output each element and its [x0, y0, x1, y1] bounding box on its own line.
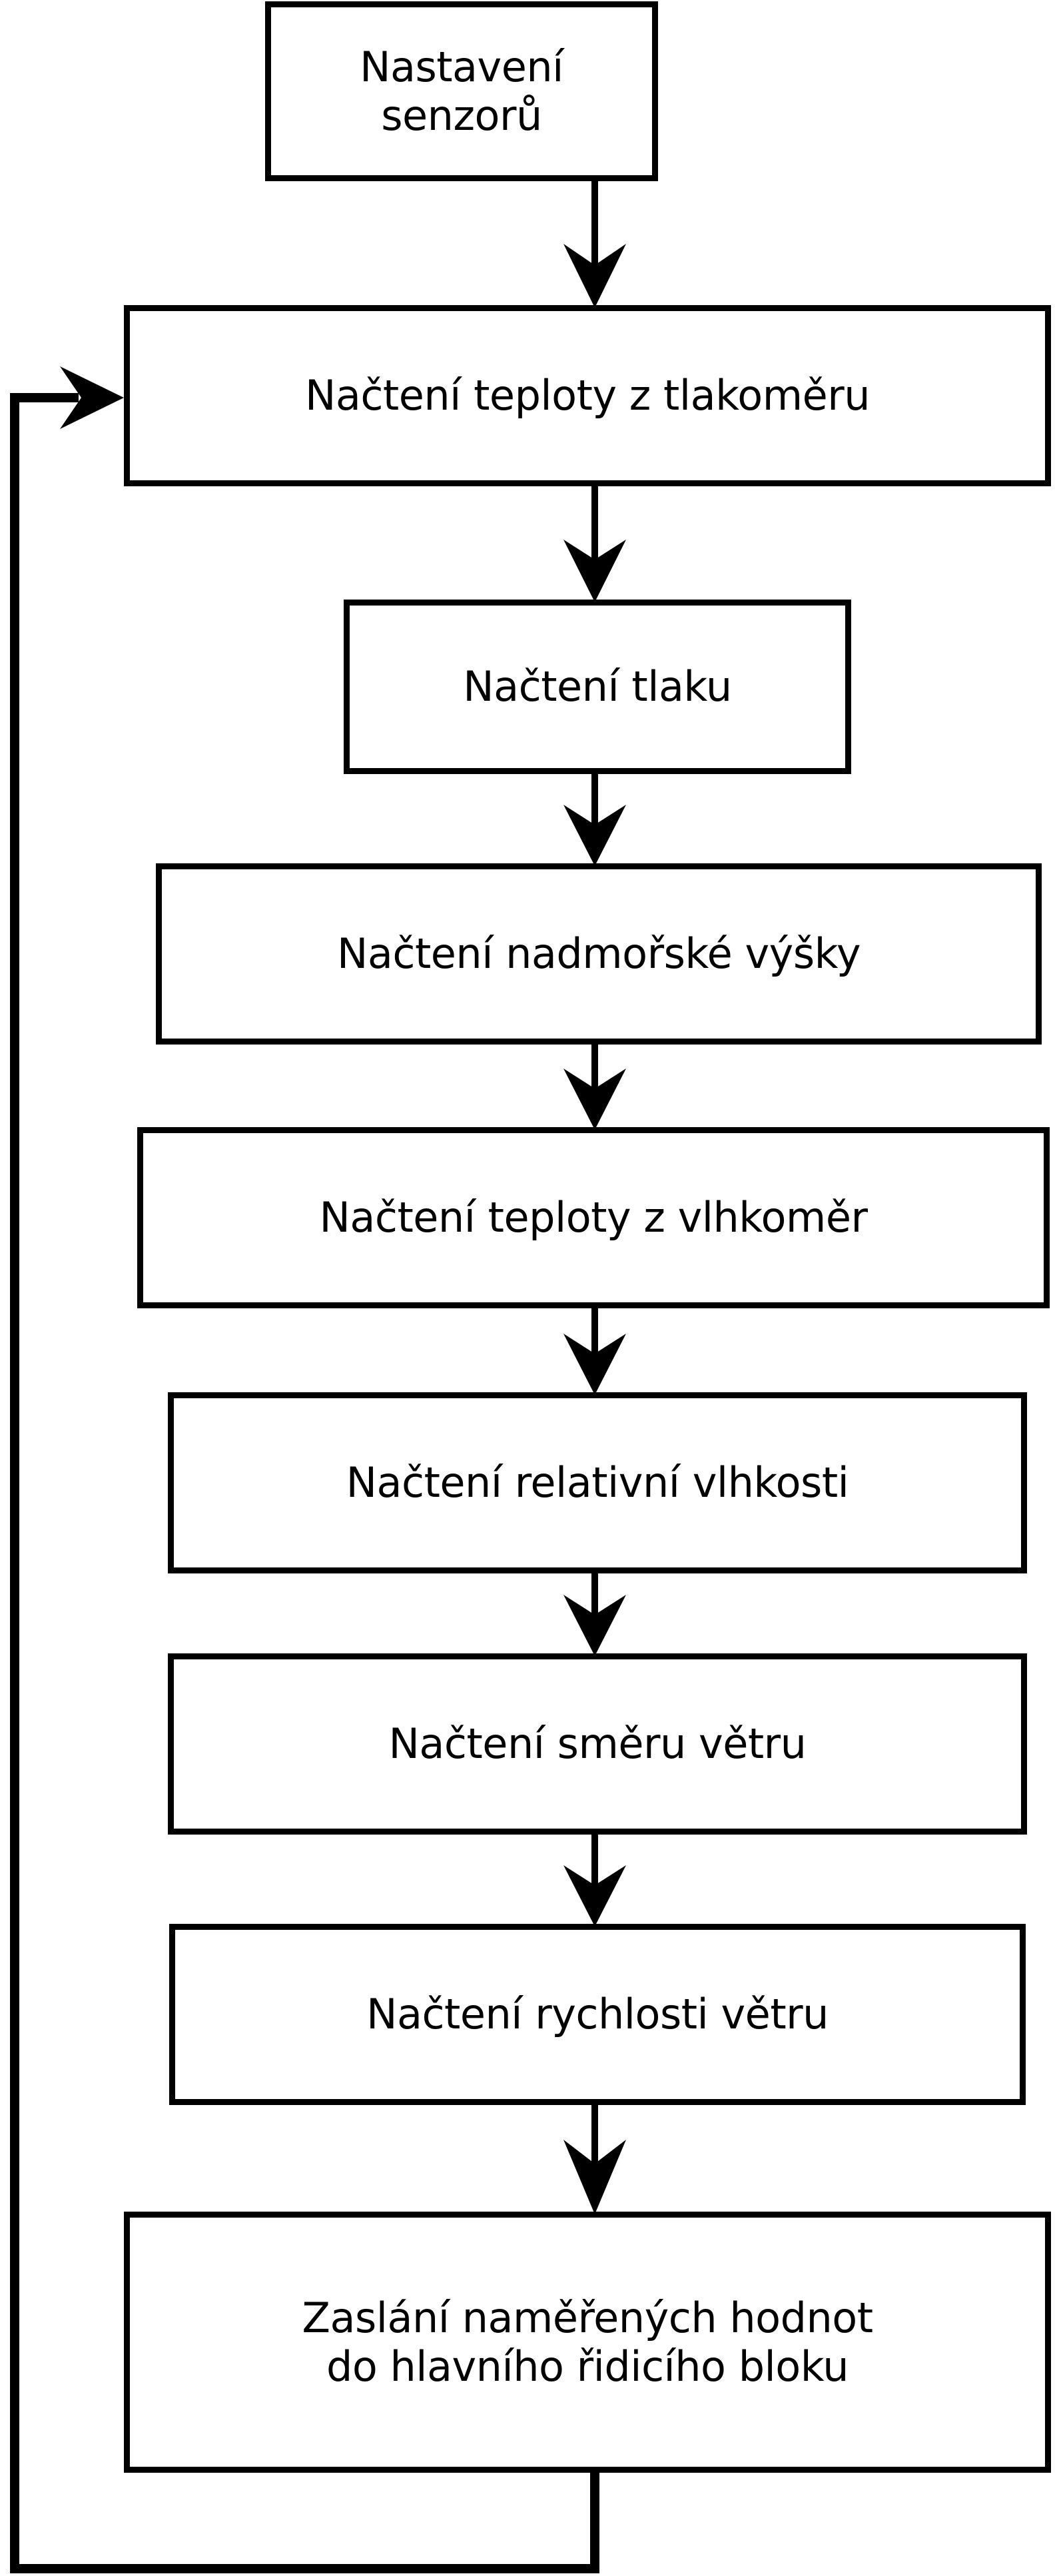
node-read-altitude-label: Načtení nadmořské výšky — [336, 929, 861, 979]
node-read-temperature-barometer-label: Načtení teploty z tlakoměru — [304, 371, 871, 420]
node-setup-sensors[interactable]: Nastavení senzorů — [265, 1, 658, 181]
node-send-measured-values-label: Zaslání naměřených hodnot do hlavního ři… — [302, 2293, 873, 2391]
edge-read-wind-speed-to-send-values — [563, 2105, 626, 2214]
node-read-pressure[interactable]: Načtení tlaku — [344, 600, 851, 774]
node-read-wind-speed-label: Načtení rychlosti větru — [366, 1990, 829, 2039]
node-read-altitude[interactable]: Načtení nadmořské výšky — [156, 863, 1042, 1045]
edge-read-humidity-to-read-wind-direction — [563, 1573, 626, 1656]
node-read-wind-speed[interactable]: Načtení rychlosti větru — [169, 1924, 1026, 2105]
node-read-temperature-barometer[interactable]: Načtení teploty z tlakoměru — [124, 305, 1051, 486]
node-read-relative-humidity-label: Načtení relativní vlhkosti — [346, 1458, 849, 1507]
edge-read-temp-hygro-to-read-humidity — [563, 1308, 626, 1395]
edge-read-wind-direction-to-read-wind-speed — [563, 1835, 626, 1927]
node-setup-sensors-label: Nastavení senzorů — [360, 42, 563, 140]
edge-read-altitude-to-read-temp-hygro — [563, 1045, 626, 1130]
edge-read-temp-baro-to-read-pressure — [563, 486, 626, 602]
node-read-relative-humidity[interactable]: Načtení relativní vlhkosti — [168, 1392, 1027, 1573]
edge-setup-to-read-temp-baro — [563, 181, 626, 308]
node-read-temperature-hygrometer-label: Načtení teploty z vlhkoměr — [319, 1193, 868, 1242]
node-read-pressure-label: Načtení tlaku — [463, 662, 732, 711]
node-read-temperature-hygrometer[interactable]: Načtení teploty z vlhkoměr — [137, 1127, 1050, 1308]
edge-read-pressure-to-read-altitude — [563, 774, 626, 866]
node-send-measured-values[interactable]: Zaslání naměřených hodnot do hlavního ři… — [124, 2212, 1051, 2473]
edge-send-values-loop-back-to-read-temp-baro — [10, 366, 599, 2573]
node-read-wind-direction-label: Načtení směru větru — [388, 1719, 807, 1769]
node-read-wind-direction[interactable]: Načtení směru větru — [168, 1653, 1027, 1835]
